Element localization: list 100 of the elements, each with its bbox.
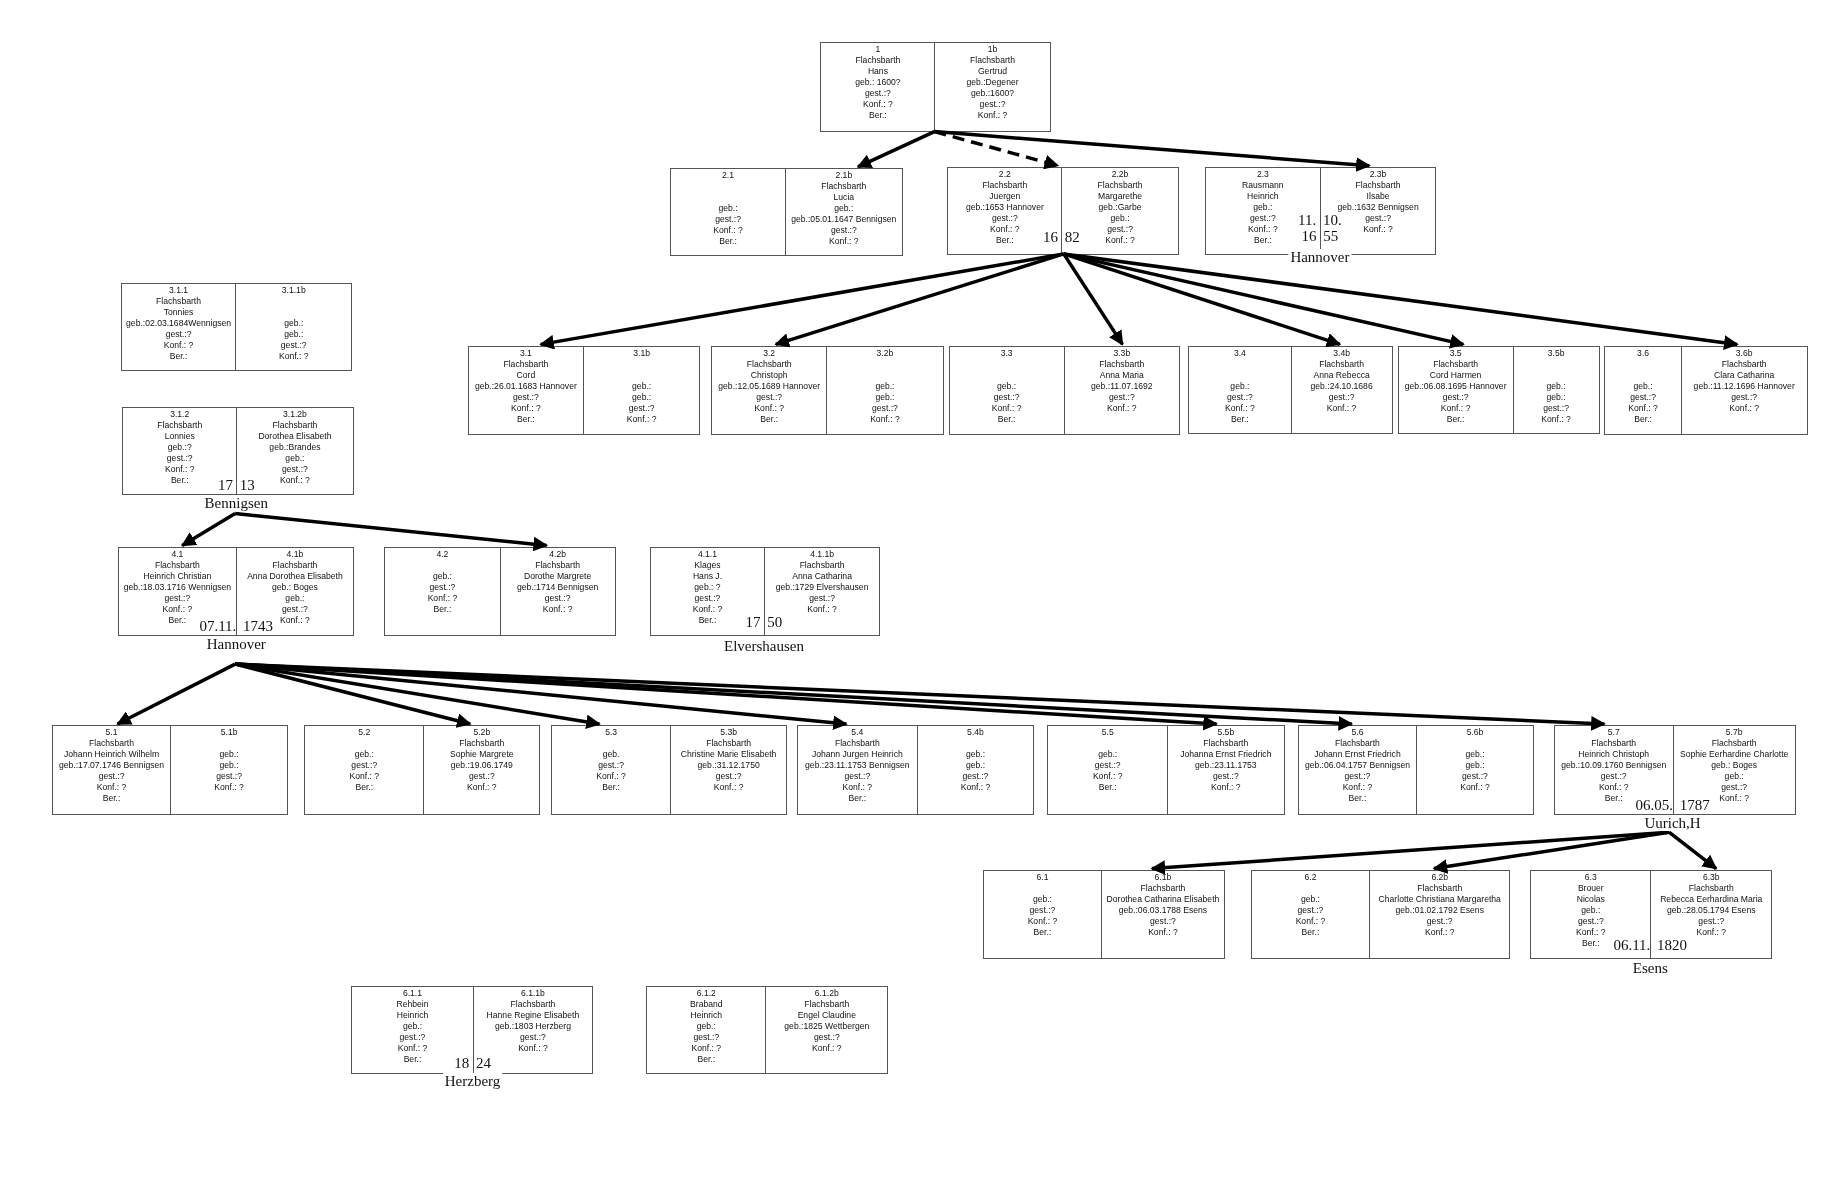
person-detail: Konf.: ? (1363, 223, 1393, 235)
person-detail: geb.: (997, 380, 1017, 392)
person-detail: Konf.: ? (960, 782, 991, 794)
person-detail: Johann Heinrich Wilhelm (64, 749, 160, 761)
person-box (1672, 725, 1796, 815)
person-detail: Flachsbarth (272, 559, 318, 571)
person-detail: Konf.: ? (162, 603, 193, 615)
person-box (1167, 725, 1285, 815)
person-detail: geb.: (632, 380, 652, 392)
person-detail: geb.:01.02.1792 Esens (1395, 904, 1484, 916)
person-detail: gest.:? (993, 391, 1020, 403)
person-number: 6.2 (1304, 871, 1317, 883)
person-number: 5.4 (851, 727, 864, 739)
person-detail: Konf.: ? (542, 603, 573, 615)
person-detail: Konf.: ? (518, 1043, 548, 1055)
person-box (472, 986, 594, 1075)
person-detail: Flachsbarth (272, 419, 318, 431)
person-detail: Konf.: ? (163, 340, 194, 352)
person-detail: Ber.: (102, 793, 121, 805)
person-detail: geb.: (965, 749, 986, 761)
person-detail: gest.:? (280, 340, 307, 352)
person-detail: gest.:? (1107, 223, 1133, 235)
person-detail: Hans (867, 66, 888, 78)
person-detail: geb.:26.01.1683 Hannover (475, 380, 577, 392)
person-detail: Juergen (989, 190, 1021, 202)
person-detail: geb.:19.06.1749 (450, 760, 513, 772)
person-detail: Johann Jurgen Heinrich (811, 749, 903, 761)
person-detail: Ber.: (1231, 413, 1249, 425)
person-detail: gest.:? (282, 463, 308, 475)
person-detail: Konf.: ? (1248, 223, 1278, 235)
person-box (947, 166, 1063, 256)
person-number: 5.6b (1466, 727, 1484, 739)
person-detail: gest.:? (282, 603, 308, 615)
person-detail: Flachsbarth (804, 999, 850, 1011)
person-box (551, 725, 671, 815)
person-detail: Anna Maria (1099, 369, 1144, 381)
person-detail: Charlotte Christiana Margaretha (1378, 893, 1501, 905)
person-detail: Anna Dorothea Elisabeth (247, 570, 343, 582)
person-detail: gest.:? (1365, 212, 1391, 224)
arrow (539, 252, 1064, 350)
person-detail: Ber.: (1581, 937, 1600, 949)
person-box (826, 345, 944, 435)
person-detail: gest.:? (693, 1032, 720, 1044)
person-detail: Flachsbarth (89, 738, 134, 750)
marriage-place: Herzberg (442, 1073, 503, 1090)
person-detail: Konf.: ? (1105, 234, 1135, 246)
person-box (1397, 345, 1514, 434)
person-detail: Ber.: (848, 793, 867, 805)
person-detail: geb.: (1581, 904, 1601, 916)
person-box (121, 283, 237, 372)
person-detail: gest.:? (1227, 391, 1253, 403)
person-detail: Flachsbarth (1433, 358, 1479, 370)
person-number: 3.6b (1735, 347, 1753, 359)
person-detail: geb.:1600? (971, 88, 1014, 100)
person-detail: Sophie Eerhardine Charlotte (1679, 749, 1789, 761)
person-detail: Konf.: ? (1424, 926, 1455, 938)
person-detail: Konf.: ? (842, 782, 873, 794)
person-detail: geb.: (1230, 380, 1250, 392)
arrow (1063, 252, 1739, 350)
person-detail: Konf.: ? (977, 110, 1008, 122)
person-detail: Johann Ernst Friedrich (1314, 749, 1401, 761)
person-number: 5.6 (1351, 727, 1364, 739)
person-detail: Flachsbarth (821, 181, 867, 193)
person-number: 3.3b (1113, 347, 1131, 359)
person-number: 3.1.2b (282, 408, 307, 420)
person-detail: Christoph (750, 369, 788, 381)
person-detail: geb.: (696, 1021, 716, 1033)
person-box (117, 546, 238, 636)
person-detail: geb.: (354, 749, 374, 761)
person-detail: geb.: (1546, 391, 1566, 403)
person-detail: geb.:24.10.1686 (1310, 380, 1373, 392)
person-detail: Ber.: (1098, 782, 1117, 794)
person-detail: Ber.: (1254, 234, 1272, 246)
person-detail: Konf.: ? (1211, 782, 1241, 794)
person-box (1650, 869, 1773, 960)
person-detail: gest.:? (216, 771, 242, 783)
person-box (1530, 869, 1652, 960)
person-detail: Anna Catharina (792, 570, 852, 582)
person-detail: Konf.: ? (691, 1043, 722, 1055)
person-detail: Braband (690, 999, 723, 1011)
person-detail: geb.: (718, 203, 738, 215)
person-detail: geb.: (432, 570, 452, 582)
person-detail: Flachsbarth (982, 179, 1028, 191)
person-detail: Ber.: (1033, 926, 1052, 938)
person-detail: Cord (516, 369, 536, 381)
person-detail: Flachsbarth (799, 559, 845, 571)
person-detail: Konf.: ? (807, 603, 837, 615)
person-detail: Ber.: (869, 110, 887, 122)
person-detail: geb.:1714 Bennigsen (517, 581, 599, 593)
person-detail: geb.: (284, 318, 304, 330)
person-detail: Konf.: ? (349, 771, 380, 783)
person-detail: Flachsbarth (154, 559, 200, 571)
person-detail: geb.: (1546, 380, 1566, 392)
person-detail: gest.:? (544, 592, 571, 604)
person-box (1061, 166, 1179, 256)
person-detail: Flachsbarth (746, 358, 792, 370)
person-detail: Engel Claudine (797, 1010, 856, 1022)
person-detail: gest.:? (715, 214, 741, 226)
person-detail: Lucia (833, 192, 855, 204)
person-detail: Ilsabe (1366, 190, 1390, 202)
